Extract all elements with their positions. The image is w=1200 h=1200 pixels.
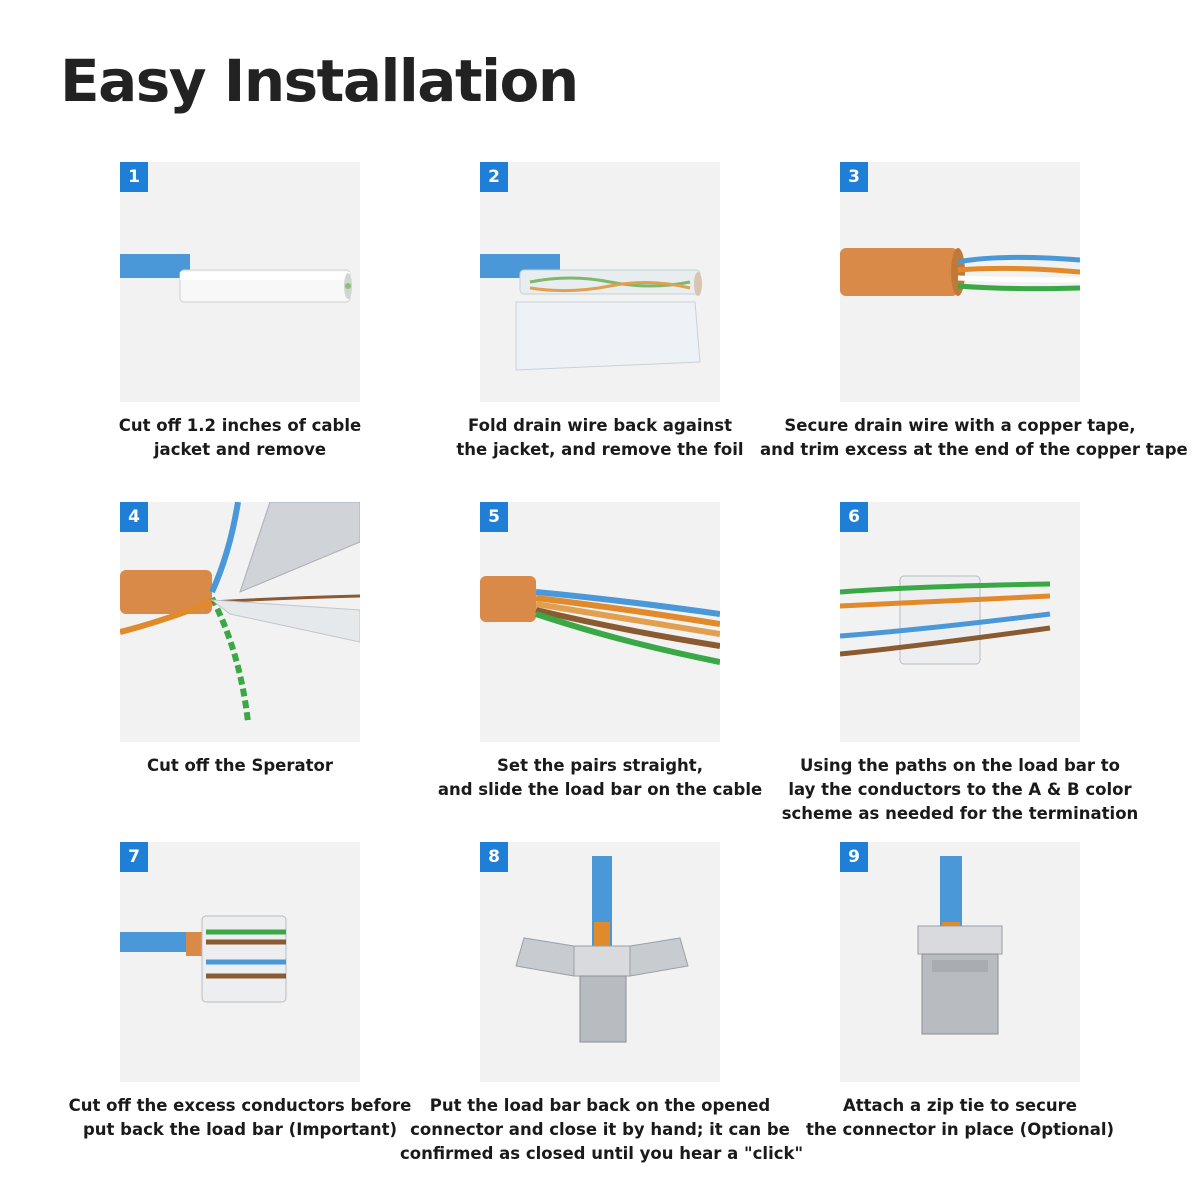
step-7-image: 7 [120, 842, 360, 1082]
zip-tie-illustration [917, 856, 1003, 1035]
step-7-caption: Cut off the excess conductors before put… [40, 1094, 440, 1142]
page-title: Easy Installation [60, 47, 579, 115]
step-badge: 9 [840, 842, 868, 872]
caption-line: Put the load bar back on the opened [429, 1096, 771, 1115]
step-9-image: 9 [840, 842, 1080, 1082]
step-4-caption: Cut off the Sperator [40, 754, 440, 778]
copper-tape-illustration [840, 248, 1080, 296]
step-4-image: 4 [120, 502, 360, 742]
step-badge: 6 [840, 502, 868, 532]
step-8-caption: Put the load bar back on the opened conn… [400, 1094, 804, 1166]
caption-line: Attach a zip tie to secure [843, 1096, 1077, 1115]
caption-line: Cut off 1.2 inches of cable [118, 416, 362, 435]
cable-jacket-illustration [120, 254, 352, 303]
caption-line: Cut off the Sperator [146, 756, 334, 775]
step-3-image: 3 [840, 162, 1080, 402]
step-5-caption: Set the pairs straight, and slide the lo… [400, 754, 800, 802]
caption-line: Secure drain wire with a copper tape, [784, 416, 1136, 435]
step-3-caption: Secure drain wire with a copper tape, an… [760, 414, 1188, 462]
caption-line: and trim excess at the end of the copper… [760, 440, 1188, 459]
caption-line: Fold drain wire back against [468, 416, 732, 435]
step-badge: 2 [480, 162, 508, 192]
step-6-image: 6 [840, 502, 1080, 742]
pairs-straight-illustration [480, 576, 720, 665]
step-6-caption: Using the paths on the load bar to lay t… [760, 754, 1160, 826]
caption-line: the jacket, and remove the foil [456, 440, 744, 459]
load-bar-illustration [840, 575, 1051, 665]
step-badge: 1 [120, 162, 148, 192]
step-badge: 4 [120, 502, 148, 532]
connector-close-illustration [515, 856, 689, 1043]
caption-line: Using the paths on the load bar to [799, 756, 1121, 775]
step-1-image: 1 [120, 162, 360, 402]
step-5-image: 5 [480, 502, 720, 742]
caption-line: connector and close it by hand; it can b… [410, 1120, 790, 1139]
separator-cut-illustration [120, 502, 360, 723]
caption-line: and slide the load bar on the cable [437, 780, 763, 799]
step-badge: 7 [120, 842, 148, 872]
step-2-caption: Fold drain wire back against the jacket,… [400, 414, 800, 462]
step-badge: 8 [480, 842, 508, 872]
caption-line: Cut off the excess conductors before [68, 1096, 412, 1115]
caption-line: confirmed as closed until you hear a "cl… [400, 1144, 804, 1163]
step-badge: 3 [840, 162, 868, 192]
step-1-caption: Cut off 1.2 inches of cable jacket and r… [40, 414, 440, 462]
step-8-image: 8 [480, 842, 720, 1082]
foil-removal-illustration [480, 254, 702, 371]
caption-line: lay the conductors to the A & B color [788, 780, 1132, 799]
caption-line: jacket and remove [153, 440, 327, 459]
caption-line: put back the load bar (Important) [82, 1120, 398, 1139]
step-badge: 5 [480, 502, 508, 532]
caption-line: scheme as needed for the termination [781, 804, 1139, 823]
trim-conductors-illustration [120, 915, 287, 1003]
caption-line: Set the pairs straight, [497, 756, 703, 775]
step-9-caption: Attach a zip tie to secure the connector… [760, 1094, 1160, 1142]
caption-line: the connector in place (Optional) [805, 1120, 1115, 1139]
step-2-image: 2 [480, 162, 720, 402]
